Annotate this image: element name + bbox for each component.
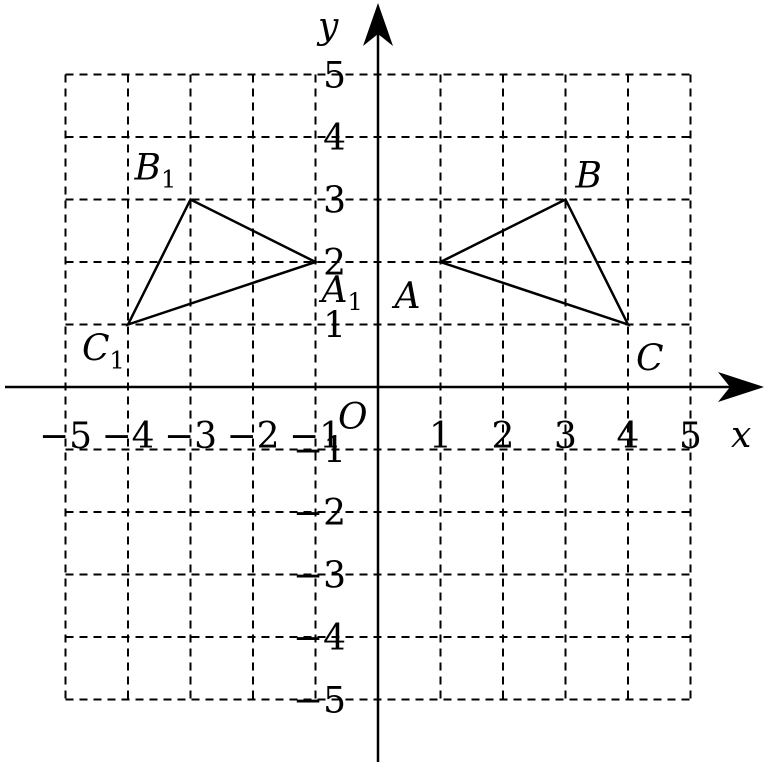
y-axis-arrow-icon [363,3,393,46]
y-tick-label: 4 [323,118,346,159]
x-tick-label: 2 [492,416,515,457]
x-tick-label: −2 [226,416,279,457]
y-axis-label: y [316,6,339,47]
x-axis-label: x [731,415,751,456]
y-tick-label: 5 [323,56,346,97]
y-tick-label: 3 [323,181,346,222]
y-tick-label: 1 [323,306,346,347]
vertex-label-a1: A1 [319,270,363,316]
x-tick-label: 4 [617,416,640,457]
vertex-label-c: C [636,339,664,380]
axes: x y O [5,3,764,762]
origin-label: O [338,397,368,438]
y-tick-label: −4 [293,618,346,659]
triangle-a1b1c1 [125,197,319,327]
vertex-label-b1: B1 [134,148,177,194]
x-tick-label: −4 [101,416,154,457]
triangle-abc [437,197,631,327]
x-tick-label: 1 [429,416,452,457]
x-tick-label: 3 [554,416,577,457]
y-tick-label: −2 [293,493,346,534]
y-tick-label: −3 [293,556,346,597]
vertex-label-a: A [392,276,421,317]
x-axis-arrow-icon [718,372,764,402]
y-tick-label: −5 [293,681,346,722]
y-tick-label: 2 [323,243,346,284]
y-tick-label: −1 [293,431,346,472]
x-tick-label: −5 [39,416,92,457]
x-tick-label: −1 [289,416,342,457]
x-tick-label: 5 [679,416,702,457]
x-tick-label: −3 [164,416,217,457]
vertex-label-b: B [575,156,602,197]
vertex-label-c1: C1 [82,329,125,375]
